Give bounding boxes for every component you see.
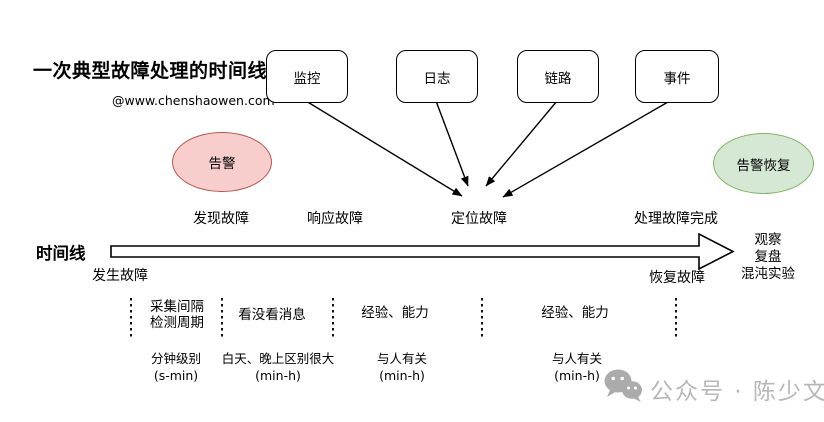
duration-note-line: 与人有关 (376, 351, 428, 366)
site-credit: @www.chenshaowen.com (112, 93, 275, 108)
dotted-separator (130, 298, 133, 340)
dotted-separator (675, 298, 678, 340)
node-monitoring: 监控 (266, 50, 348, 103)
post-step-chaos-experiment: 混沌实验 (741, 266, 795, 282)
duration-note-line: 白天、晚上区别很大 (221, 351, 335, 366)
dotted-separator (221, 298, 224, 340)
node-events-label: 事件 (663, 70, 691, 87)
duration-note-line: (s-min) (153, 368, 199, 383)
node-logs: 日志 (396, 50, 478, 103)
node-logs-label: 日志 (423, 70, 451, 87)
timeline-arrow (110, 232, 735, 271)
duration-note-line: (min-h) (379, 368, 425, 383)
post-step-review: 复盘 (754, 249, 782, 265)
gap-factor-line: 经验、能力 (361, 305, 429, 321)
duration-note-line: (min-h) (255, 368, 301, 383)
duration-note-person-related-1: 与人有关 (min-h) (377, 350, 427, 384)
node-tracing-label: 链路 (544, 70, 572, 87)
dotted-separator (481, 298, 484, 340)
node-tracing: 链路 (517, 50, 599, 103)
duration-note-line: (min-h) (554, 368, 600, 383)
duration-note-day-night: 白天、晚上区别很大 (min-h) (222, 350, 335, 384)
alert-recovery-ellipse: 告警恢复 (713, 133, 814, 194)
page-title: 一次典型故障处理的时间线 (33, 60, 268, 82)
gap-factor-experience-ability-2: 经验、能力 (541, 305, 609, 321)
duration-note-line: 分钟级别 (150, 351, 202, 366)
phase-discover-fault: 发现故障 (193, 211, 249, 227)
connector-tracing-to-locate (485, 100, 558, 187)
timeline-axis-label: 时间线 (36, 244, 86, 263)
node-events: 事件 (635, 50, 719, 103)
timeline-start-event: 发生故障 (92, 268, 148, 284)
duration-note-line: 与人有关 (551, 351, 603, 366)
gap-factor-line: 检测周期 (150, 315, 204, 331)
wechat-icon (604, 369, 642, 402)
dotted-separator (332, 298, 335, 340)
timeline-end-event: 恢复故障 (649, 270, 705, 286)
duration-note-person-related-2: 与人有关 (min-h) (552, 350, 602, 384)
gap-factor-message-seen: 看没看消息 (238, 307, 306, 323)
phase-respond-fault: 响应故障 (307, 211, 363, 227)
phase-locate-fault: 定位故障 (451, 211, 507, 227)
gap-factor-line: 看没看消息 (238, 307, 306, 323)
node-monitoring-label: 监控 (293, 70, 321, 87)
alert-start-ellipse: 告警 (172, 132, 272, 192)
gap-factor-experience-ability-1: 经验、能力 (361, 305, 429, 321)
connector-logs-to-locate (435, 100, 469, 187)
phase-handle-fault-done: 处理故障完成 (634, 211, 718, 227)
connector-monitoring-to-locate (305, 100, 463, 197)
footer-watermark-text: 公众号 · 陈少文 (650, 379, 824, 405)
gap-factor-collection-interval: 采集间隔 检测周期 (150, 299, 204, 331)
gap-factor-line: 采集间隔 (150, 299, 204, 315)
alert-start-label: 告警 (208, 156, 236, 172)
duration-note-minute-level: 分钟级别 (s-min) (151, 350, 201, 384)
alert-recovery-label: 告警恢复 (736, 157, 791, 174)
post-step-observe: 观察 (754, 232, 782, 248)
gap-factor-line: 经验、能力 (541, 305, 609, 321)
connector-events-to-locate (502, 101, 669, 198)
